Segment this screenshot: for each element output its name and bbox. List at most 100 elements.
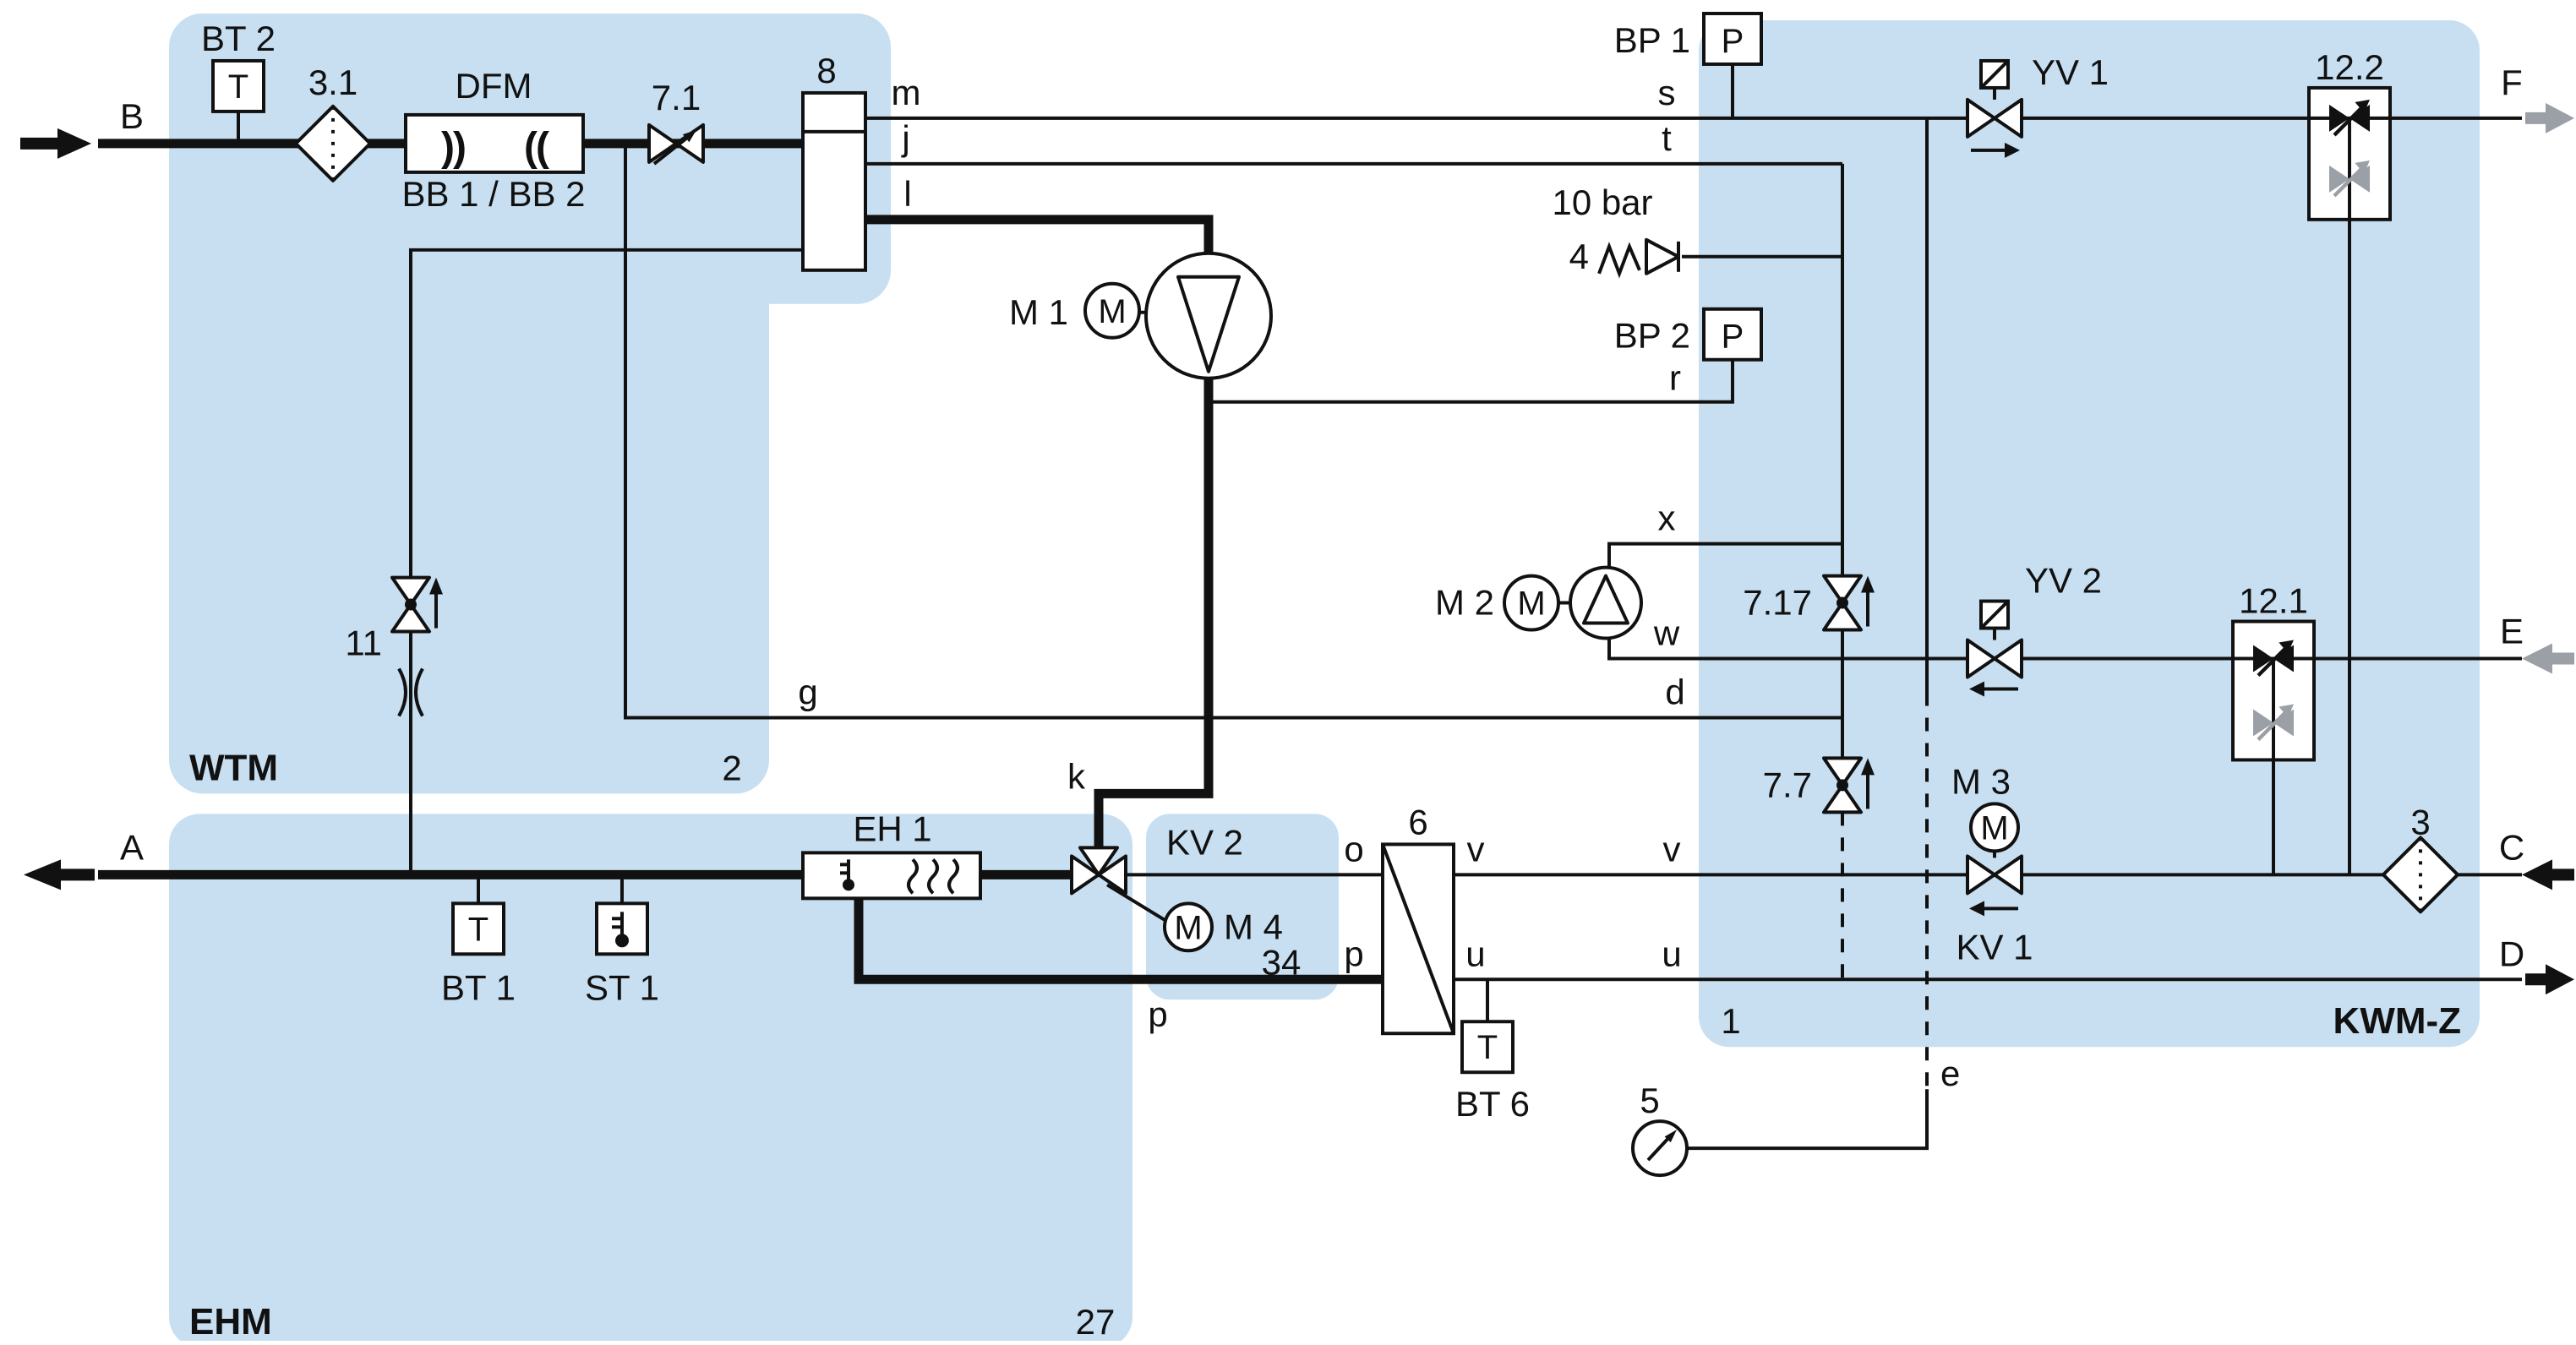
- flowmeter-body: [404, 112, 585, 174]
- terminal-d: D: [2499, 934, 2574, 995]
- filter-31-label: 3.1: [308, 63, 357, 102]
- region-ehm-number: 27: [1076, 1302, 1116, 1341]
- node-j: j: [900, 118, 909, 158]
- motor-icon: [1969, 802, 2020, 853]
- terminal-f: F: [2501, 63, 2574, 133]
- node-k: k: [1067, 756, 1086, 796]
- check-block-121-label: 12.1: [2239, 581, 2308, 621]
- region-ehm-label: EHM: [189, 1301, 272, 1341]
- temp-glyph: T: [468, 911, 488, 948]
- relief-valve-4: 10 bar 4: [1552, 182, 1680, 279]
- sensor-bt1-label: BT 1: [441, 967, 516, 1007]
- valve-77-label: 7.7: [1763, 765, 1812, 804]
- pipe-riser-e-gauge: [1687, 1089, 1929, 1151]
- sensor-bt6: T BT 6: [1455, 1020, 1530, 1124]
- node-r: r: [1669, 358, 1681, 398]
- three-way-valve-icon: [1070, 854, 1100, 896]
- temp-sensor-icon: [1460, 1020, 1514, 1075]
- pipe-x: [1607, 542, 1842, 568]
- terminal-f-label: F: [2501, 63, 2523, 102]
- press-glyph: P: [1722, 23, 1744, 60]
- terminal-c: C: [2499, 827, 2574, 890]
- filter-3: 3: [2382, 802, 2459, 914]
- pipe-w-e: [1607, 638, 2522, 661]
- terminal-a: A: [24, 827, 144, 890]
- region-kwmz-number: 1: [1721, 1001, 1740, 1041]
- terminal-e: E: [2500, 612, 2574, 674]
- check-block-121: 12.1: [2231, 581, 2316, 762]
- heat-exchanger-6-label: 6: [1408, 802, 1427, 841]
- temp-glyph: T: [1477, 1029, 1498, 1066]
- node-v2: v: [1663, 829, 1681, 869]
- pipe-g-d: [624, 143, 1842, 720]
- terminal-b: B: [20, 96, 144, 159]
- filter-3-label: 3: [2410, 802, 2430, 841]
- node-p: p: [1344, 934, 1363, 973]
- gauge-5: 5: [1631, 1081, 1689, 1178]
- node-labels: m j l s t r x w g d k o v v p u u p e: [798, 73, 1960, 1093]
- valve-m3-label: M 3: [1951, 761, 2011, 801]
- pump-m2-label: M 2: [1435, 583, 1494, 623]
- vessel-8-label: 8: [816, 51, 836, 90]
- pump-triangle: [1176, 275, 1241, 373]
- components: T BT 2 3.1 )) (( DFM BB 1 / BB 2 7.1 8: [201, 11, 2459, 1178]
- valve-71: 7.1: [647, 78, 705, 166]
- motor-glyph: M: [1517, 585, 1545, 623]
- sensor-bt6-label: BT 6: [1455, 1084, 1530, 1124]
- vessel-body: [801, 90, 867, 272]
- node-o: o: [1344, 829, 1363, 869]
- valve-71-label: 7.1: [652, 78, 701, 117]
- valve-717-label: 7.17: [1743, 583, 1812, 623]
- region-wtm-number: 2: [722, 748, 741, 787]
- region-kv2-label: KV 2: [1166, 822, 1243, 862]
- heater-eh1-label: EH 1: [853, 809, 931, 848]
- node-u2: u: [1662, 934, 1681, 973]
- temp-sensor-icon: [451, 901, 505, 956]
- terminal-e-label: E: [2500, 612, 2524, 651]
- pipes-thin: [237, 63, 2522, 1151]
- gauge-5-label: 5: [1640, 1081, 1659, 1120]
- region-wtm-label: WTM: [189, 747, 278, 788]
- node-t: t: [1662, 118, 1672, 158]
- motor-icon: [1083, 281, 1141, 340]
- node-e: e: [1940, 1054, 1960, 1093]
- pressure-sensor-icon: [1702, 11, 1763, 66]
- region-kv2: [1146, 814, 1339, 1000]
- pump-triangle: [1582, 574, 1629, 625]
- pump-m1: M 1 M: [1009, 251, 1273, 380]
- heater-eh1: EH 1: [801, 809, 982, 901]
- terminal-c-arrow: [2522, 859, 2552, 890]
- valve-yv1: YV 1: [1966, 52, 2109, 160]
- node-g: g: [798, 672, 817, 711]
- sensor-bt1: T BT 1: [441, 901, 516, 1007]
- heat-exchanger-6: 6: [1381, 802, 1455, 1036]
- region-kwmz: [1699, 19, 2480, 1048]
- pipe-drain-11: [409, 248, 803, 875]
- motor-icon: [1163, 901, 1214, 953]
- terminal-b-label: B: [120, 96, 144, 136]
- valve-11: 11: [345, 575, 445, 717]
- temp-sensor-icon: [211, 58, 265, 113]
- node-v: v: [1467, 829, 1485, 869]
- valve-yv2-label: YV 2: [2025, 561, 2102, 601]
- region-wtm: [168, 13, 891, 794]
- flowmeter-bb-label: BB 1 / BB 2: [401, 174, 585, 214]
- vessel-8: 8: [801, 51, 867, 272]
- motor-icon: [1503, 574, 1560, 632]
- valve-kv1-label: KV 1: [1956, 927, 2033, 967]
- valve-kv1: M 3 M KV 1: [1951, 761, 2033, 967]
- valve-71-arrow: [652, 137, 688, 166]
- temp-glyph: T: [228, 68, 248, 106]
- node-m: m: [892, 73, 921, 112]
- terminal-b-arrow: [57, 128, 91, 159]
- heat-exchanger-diagonal: [1381, 843, 1455, 1034]
- flowmeter-dfm: )) (( DFM BB 1 / BB 2: [401, 66, 585, 214]
- valve-11-label: 11: [345, 623, 382, 663]
- relief-valve-label: 4: [1569, 237, 1589, 276]
- terminal-c-label: C: [2499, 827, 2524, 867]
- motor-glyph: M: [1174, 909, 1202, 946]
- sensor-bp1: P BP 1: [1614, 11, 1763, 66]
- node-u: u: [1465, 934, 1485, 973]
- press-glyph: P: [1722, 319, 1744, 356]
